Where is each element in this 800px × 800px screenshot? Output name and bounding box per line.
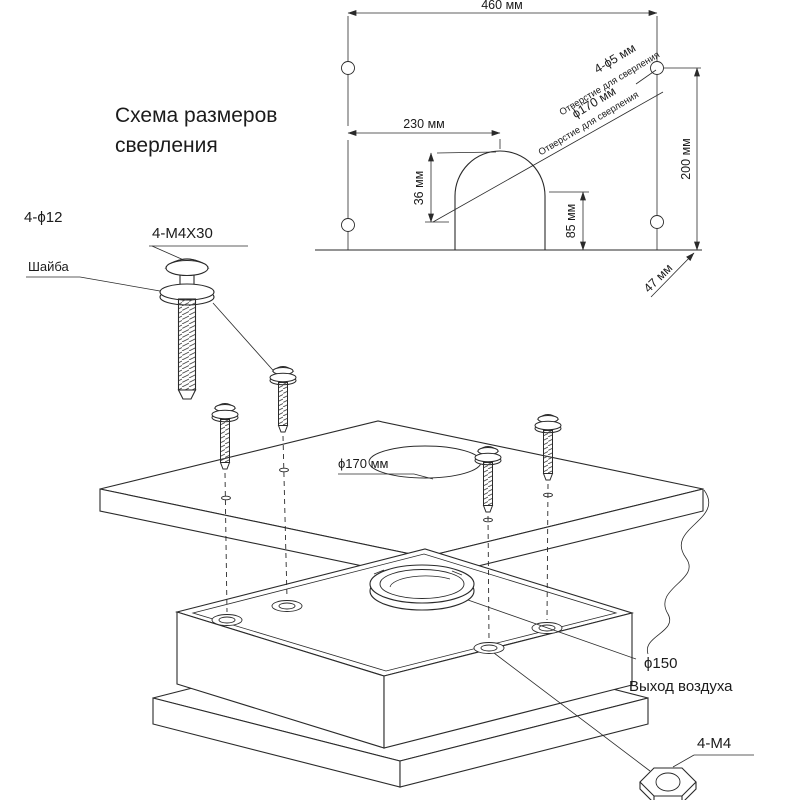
assembly-centerlines xyxy=(224,435,549,641)
fastener-detail-view: 4-ϕ12 4-М4X30 Шайба xyxy=(24,209,280,400)
holes-leader-line xyxy=(635,69,657,85)
screw-head xyxy=(165,259,209,277)
detail-to-screw-leader xyxy=(212,302,280,378)
duct-cutout-arc xyxy=(454,150,546,250)
drill-template-view: 460 мм 230 мм 36 мм 85 мм 200 мм 47 мм xyxy=(315,0,702,298)
panel-top-face xyxy=(99,420,704,558)
collar-opening xyxy=(379,569,465,599)
dim-85-label: 85 мм xyxy=(564,204,578,239)
nut-spec-leader xyxy=(672,754,695,768)
screw-thread-shank xyxy=(177,298,197,391)
screw-head-slot xyxy=(170,258,204,264)
mount-hole-4 xyxy=(473,642,505,654)
duct-collar xyxy=(369,564,475,611)
washer-leader xyxy=(79,276,161,292)
washer-label: Шайба xyxy=(28,259,70,274)
dim-460: 460 мм xyxy=(347,0,658,16)
nut-assembly-leader xyxy=(493,652,651,772)
washer-top xyxy=(159,283,215,301)
cutout-leader-line xyxy=(432,91,664,223)
hood-view xyxy=(152,548,649,788)
nut-spec-label: 4-М4 xyxy=(697,735,731,752)
duct-leader xyxy=(467,599,637,660)
drill-hole-top-left xyxy=(341,61,355,75)
title-line-1: Схема размеров xyxy=(115,104,277,127)
hood-labels: ϕ150 Выход воздуха 4-М4 xyxy=(467,599,754,800)
panel-view: ϕ170 мм xyxy=(99,420,710,655)
dim-36: 36 мм xyxy=(412,152,434,223)
drill-hole-bottom-right xyxy=(650,215,664,229)
hood-top-rim xyxy=(191,553,618,672)
dim-230: 230 мм xyxy=(347,117,501,136)
panel-break-line xyxy=(647,489,710,655)
dim-47: 47 мм xyxy=(641,252,695,298)
bolt-spec-label: 4-ϕ12 xyxy=(24,209,62,226)
damper-flap xyxy=(389,575,451,588)
template-callouts: 4-ϕ5 мм Отверстие для сверления ϕ170 мм … xyxy=(432,41,664,223)
title-line-2: сверления xyxy=(115,134,218,157)
drill-hole-bottom-left xyxy=(341,218,355,232)
hood-body xyxy=(174,548,635,749)
dim-85: 85 мм xyxy=(564,191,586,251)
screw-spec-label: 4-М4X30 xyxy=(152,225,213,242)
dim-36-label: 36 мм xyxy=(412,171,426,206)
dim-460-label: 460 мм xyxy=(481,0,523,12)
duct-spec-label: ϕ150 xyxy=(644,655,677,672)
nut-hole xyxy=(655,772,681,792)
screw-tip xyxy=(177,389,197,400)
mount-hole-2 xyxy=(271,600,303,612)
screw-spec-leader xyxy=(151,245,187,262)
nut-illustration xyxy=(639,767,697,800)
drill-holes xyxy=(341,61,664,232)
hood-right-face xyxy=(383,612,633,749)
duct-name-label: Выход воздуха xyxy=(629,678,733,695)
mount-hole-1 xyxy=(211,614,243,626)
panel-cutout-label: ϕ170 мм xyxy=(338,456,389,471)
mounting-screw-2 xyxy=(269,366,297,433)
dim-230-label: 230 мм xyxy=(403,117,445,131)
panel-cutout-leader xyxy=(413,473,434,480)
dim-200: 200 мм xyxy=(679,67,700,251)
drawing-title: Схема размеров сверления xyxy=(115,104,277,157)
dim-200-label: 200 мм xyxy=(679,138,693,180)
screw-illustration xyxy=(159,258,215,400)
